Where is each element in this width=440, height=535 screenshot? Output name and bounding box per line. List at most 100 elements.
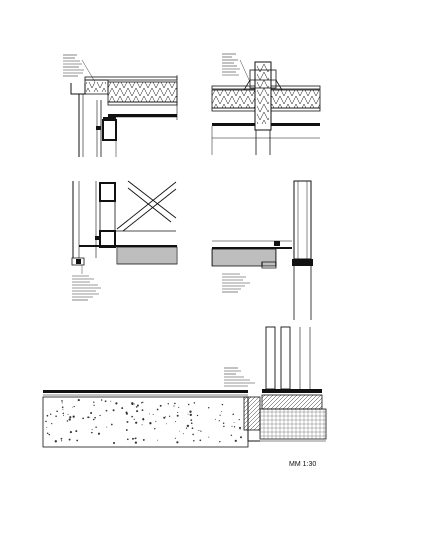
aggregate-speck <box>190 422 193 425</box>
aggregate-speck <box>68 418 71 421</box>
fascia-insulation <box>86 82 106 92</box>
aggregate-speck <box>135 437 137 439</box>
aggregate-speck <box>131 415 133 418</box>
aggregate-speck <box>110 400 112 402</box>
roof-deck <box>107 101 178 106</box>
aggregate-speck <box>106 426 108 428</box>
aggregate-speck <box>208 407 210 409</box>
aggregate-speck <box>94 416 96 419</box>
aggregate-speck <box>125 429 128 431</box>
aggregate-speck <box>68 438 71 441</box>
annotation-block <box>224 367 255 387</box>
aggregate-speck <box>159 404 162 407</box>
aggregate-speck <box>208 436 210 438</box>
aggregate-speck <box>175 421 176 423</box>
aggregate-speck <box>231 425 233 427</box>
anchor-block <box>76 259 81 264</box>
aggregate-speck <box>168 415 171 417</box>
aggregate-speck <box>230 434 233 437</box>
aggregate-speck <box>61 440 63 442</box>
aggregate-speck <box>155 420 157 422</box>
aggregate-speck <box>67 413 69 415</box>
aggregate-speck <box>173 405 175 407</box>
floor-battens <box>116 246 178 265</box>
aggregate-speck <box>46 414 49 417</box>
aggregate-speck <box>176 441 179 444</box>
floor-battens <box>211 248 277 267</box>
aggregate-speck <box>196 414 199 417</box>
aggregate-speck <box>165 416 167 418</box>
steel-column <box>99 230 116 248</box>
aggregate-speck <box>185 427 188 429</box>
aggregate-speck <box>133 418 135 420</box>
wall-post <box>265 326 276 390</box>
truss-member <box>127 180 177 219</box>
aggregate-speck <box>178 406 180 408</box>
aggregate-speck <box>48 433 51 436</box>
aggregate-speck <box>56 410 58 413</box>
aggregate-speck <box>141 402 143 404</box>
concrete-slab <box>42 396 249 448</box>
aggregate-speck <box>73 405 75 408</box>
aggregate-speck <box>135 406 138 408</box>
annotation-block <box>72 275 101 301</box>
aggregate-speck <box>63 415 64 416</box>
sill-plate <box>262 389 322 393</box>
aggregate-speck <box>93 404 95 407</box>
aggregate-speck <box>77 399 80 402</box>
aggregate-speck <box>240 436 242 439</box>
aggregate-speck <box>179 430 181 432</box>
aggregate-speck <box>174 402 176 405</box>
annotation-block <box>222 273 250 293</box>
detail-roof-chimney-right <box>211 53 321 155</box>
aggregate-speck <box>46 432 49 435</box>
truss-member <box>127 187 172 223</box>
aggregate-speck <box>91 429 93 431</box>
concrete-aggregate <box>45 399 242 445</box>
aggregate-speck <box>154 427 156 430</box>
aggregate-speck <box>148 413 150 415</box>
aggregate-speck <box>115 402 118 405</box>
aggregate-speck <box>76 439 79 442</box>
aggregate-speck <box>141 424 143 426</box>
aggregate-speck <box>90 411 93 415</box>
aggregate-speck <box>90 431 93 434</box>
truss-member <box>116 181 177 230</box>
aggregate-speck <box>62 412 65 415</box>
aggregate-speck <box>167 403 170 405</box>
aggregate-speck <box>149 422 152 425</box>
ceiling-finish <box>108 114 177 117</box>
aggregate-speck <box>97 432 101 435</box>
aggregate-speck <box>135 421 138 424</box>
aggregate-speck <box>221 403 224 406</box>
aggregate-speck <box>104 400 107 403</box>
aggregate-speck <box>132 437 134 440</box>
aggregate-speck <box>186 424 190 428</box>
aggregate-speck <box>193 439 195 442</box>
aggregate-speck <box>198 429 200 432</box>
aggregate-speck <box>51 422 53 425</box>
aggregate-speck <box>46 426 48 428</box>
aggregate-speck <box>62 408 64 410</box>
aggregate-speck <box>142 438 145 441</box>
steel-column <box>102 119 117 141</box>
aggregate-speck <box>61 400 63 402</box>
aggregate-speck <box>69 431 72 434</box>
leader-line <box>81 59 96 83</box>
detail-roof-eave-left <box>63 54 178 157</box>
aggregate-speck <box>92 418 95 421</box>
aggregate-speck <box>232 413 234 416</box>
aggregate-speck <box>233 426 236 428</box>
roof-sheathing <box>84 76 178 81</box>
aggregate-speck <box>234 439 237 442</box>
fascia-board <box>84 79 109 95</box>
aggregate-speck <box>163 416 166 419</box>
aggregate-speck <box>152 413 154 416</box>
aggregate-speck <box>87 416 90 419</box>
aggregate-speck <box>136 410 139 413</box>
aggregate-speck <box>126 438 129 441</box>
aggregate-speck <box>199 439 202 442</box>
aggregate-speck <box>189 410 192 413</box>
aggregate-speck <box>200 430 202 432</box>
